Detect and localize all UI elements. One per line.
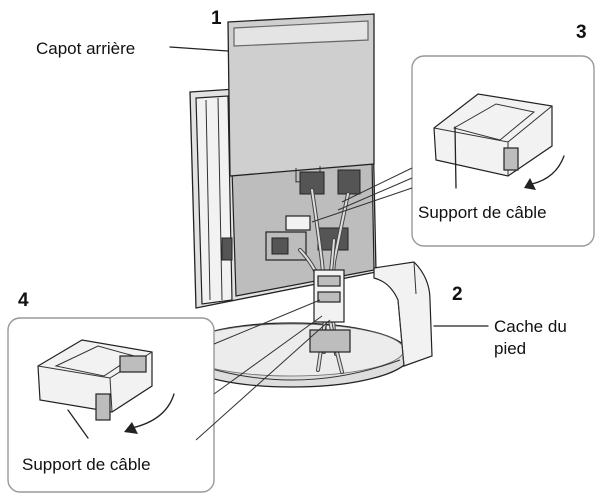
label-stand-cover-line1: Cache du — [494, 317, 567, 336]
connector-panel — [265, 169, 361, 261]
detail-panel-3 — [411, 55, 595, 247]
stand-neck — [309, 329, 351, 353]
label-cable-holder-top: Support de câble — [418, 203, 547, 222]
cable-holder-detail-top — [433, 93, 553, 177]
detail-panel-4 — [7, 317, 215, 493]
step-number-2: 2 — [452, 284, 463, 305]
label-stand-cover-line2: pied — [494, 339, 526, 358]
step-number-1: 1 — [211, 8, 222, 29]
side-button — [221, 237, 233, 261]
rear-cover — [227, 13, 375, 183]
step-number-3: 3 — [576, 22, 587, 43]
stand-cover — [373, 261, 433, 367]
label-cable-holder-bottom: Support de câble — [22, 455, 151, 474]
label-rear-cover: Capot arrière — [36, 39, 135, 58]
callout-lines — [67, 46, 489, 441]
step-number-4: 4 — [18, 290, 29, 311]
cable-bundle — [298, 188, 351, 374]
